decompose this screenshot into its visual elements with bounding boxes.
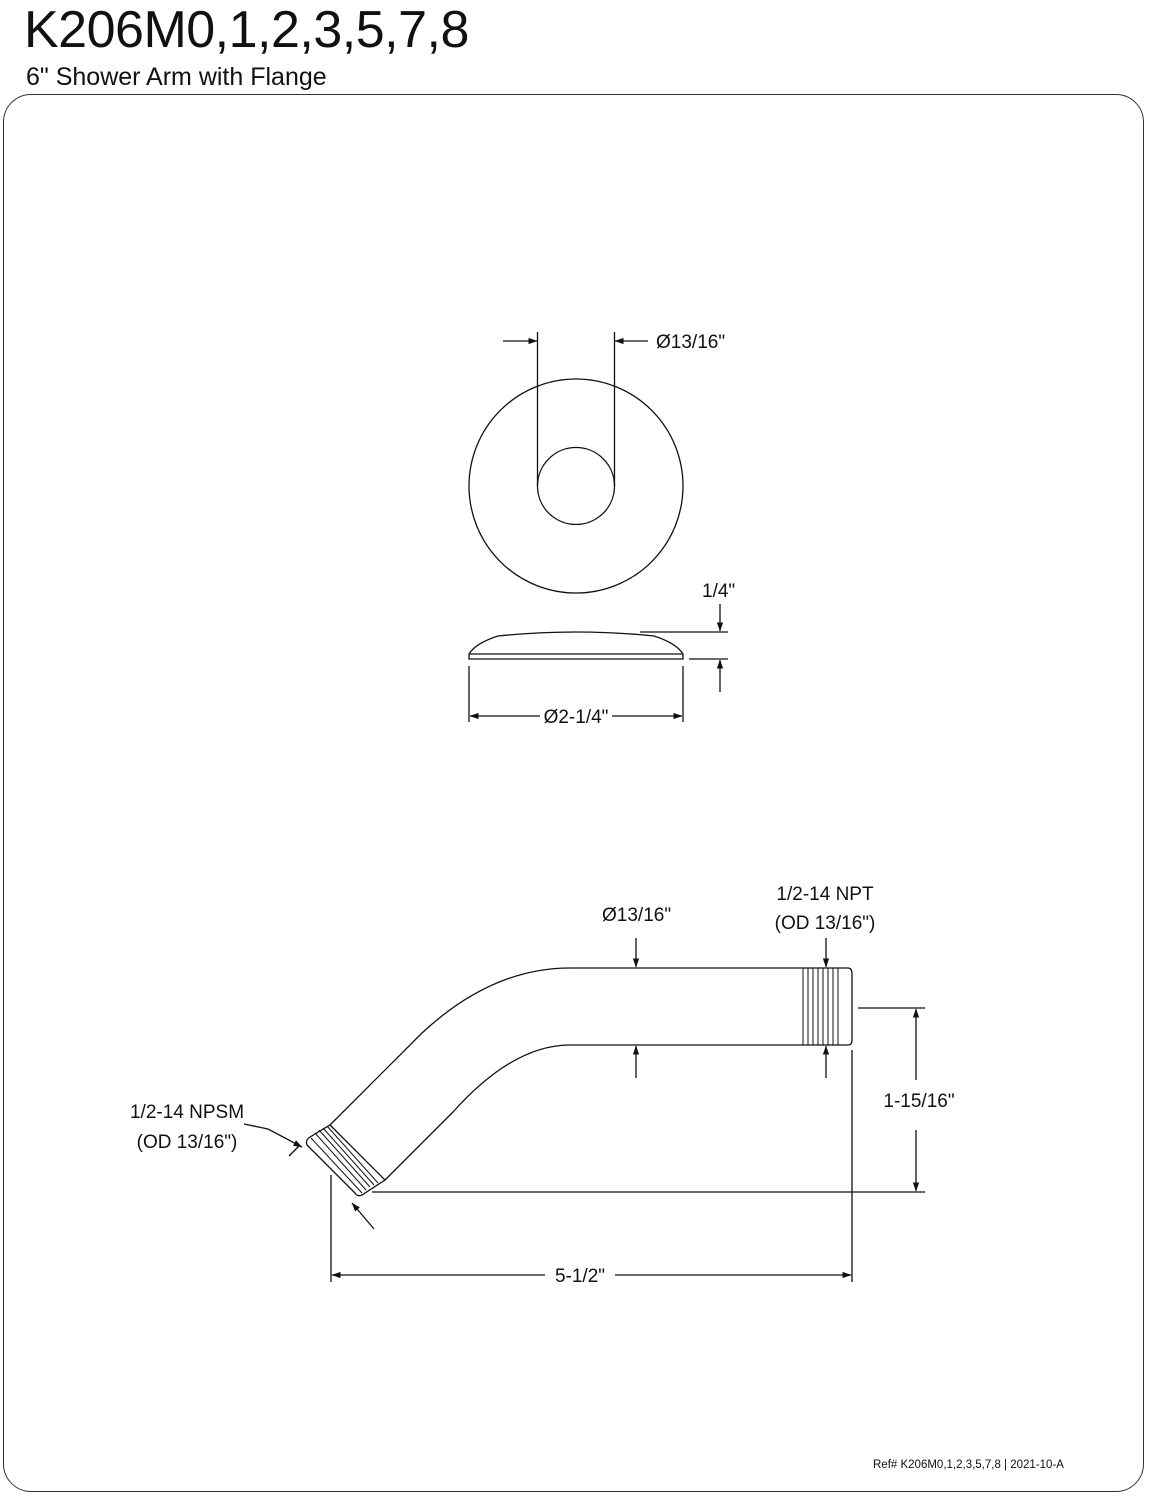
flange-height-label: 1/4"	[702, 581, 735, 602]
outlet-thread-label: 1/2-14 NPT	[776, 884, 874, 905]
drop-height-label: 1-15/16"	[883, 1091, 954, 1112]
reference-note: Ref# K206M0,1,2,3,5,7,8 | 2021-10-A	[873, 1459, 1064, 1471]
outlet-thread-end	[803, 967, 853, 1046]
flange-inner-hole	[536, 446, 616, 526]
flange-hole-diameter-label: Ø13/16"	[656, 332, 725, 353]
pipe-diameter-label: Ø13/16"	[602, 905, 671, 926]
inlet-thread-label: 1/2-14 NPSM	[130, 1102, 244, 1123]
inlet-thread-od-label: (OD 13/16")	[137, 1132, 238, 1153]
shower-arm	[243, 938, 925, 1282]
overall-length-label: 5-1/2"	[555, 1266, 605, 1287]
inlet-thread-lines	[310, 1125, 379, 1194]
inlet-thread-tick	[288, 1144, 301, 1157]
arm-lower-edge	[384, 1044, 803, 1181]
inlet-thread-end	[305, 1124, 387, 1197]
flange-diameter-label: Ø2-1/4"	[544, 707, 609, 728]
inlet-thread-arrow-lower	[351, 1202, 375, 1230]
inlet-thread-arrow-upper	[267, 1128, 303, 1148]
outlet-thread-lines	[802, 968, 839, 1045]
inlet-thread-leader	[243, 1123, 269, 1130]
flange-outer-circle	[468, 378, 684, 594]
outlet-thread-od-label: (OD 13/16")	[775, 913, 876, 934]
flange-top-view	[468, 332, 684, 594]
model-title: K206M0,1,2,3,5,7,8	[24, 1, 469, 59]
product-description: 6" Shower Arm with Flange	[26, 63, 327, 91]
flange-side-view	[468, 604, 728, 722]
arm-upper-edge	[329, 967, 803, 1126]
drawing-frame	[3, 94, 1144, 1492]
flange-profile	[468, 631, 684, 660]
